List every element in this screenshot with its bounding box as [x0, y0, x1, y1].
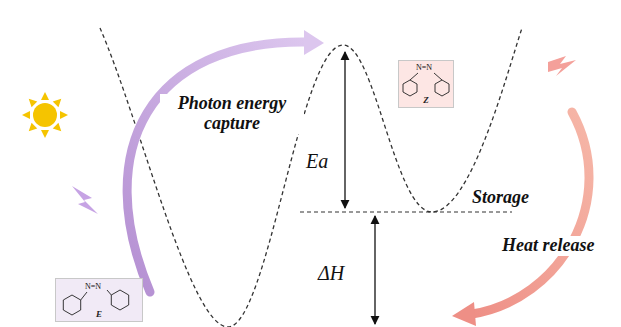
storage-level — [300, 211, 512, 212]
process-label: Photon energy capture — [160, 94, 304, 134]
dh-arrow — [374, 216, 375, 324]
z-structure — [403, 73, 449, 96]
sun-icon — [22, 92, 68, 138]
sun-ray — [60, 111, 68, 119]
sun-ray — [41, 130, 49, 138]
heat-arrow — [472, 112, 589, 314]
heat-arrowhead — [452, 302, 476, 326]
z-box-fill — [398, 60, 454, 108]
process-label: Heat release — [500, 236, 596, 256]
photon-arrow — [127, 42, 306, 292]
sun-ray — [26, 96, 37, 107]
isomer-label: Z — [423, 96, 429, 107]
e-box-fill — [55, 278, 143, 322]
atom-label: N=N — [85, 283, 101, 292]
sun-ray — [53, 123, 64, 134]
lightning-red — [548, 56, 576, 76]
energy-label: ΔH — [318, 262, 344, 284]
photon-arrowhead — [304, 30, 324, 55]
sun-ray — [26, 123, 37, 134]
energy-label: Ea — [306, 150, 328, 172]
potential-curve — [100, 28, 522, 327]
atom-label: N=N — [416, 64, 432, 73]
ea-arrow — [344, 52, 345, 208]
sun-ray — [22, 111, 30, 119]
isomer-label: E — [96, 310, 102, 321]
lightning-purple — [72, 186, 98, 214]
sun-ray — [41, 92, 49, 100]
sun-ray — [53, 96, 64, 107]
state-label: Storage — [472, 188, 529, 208]
